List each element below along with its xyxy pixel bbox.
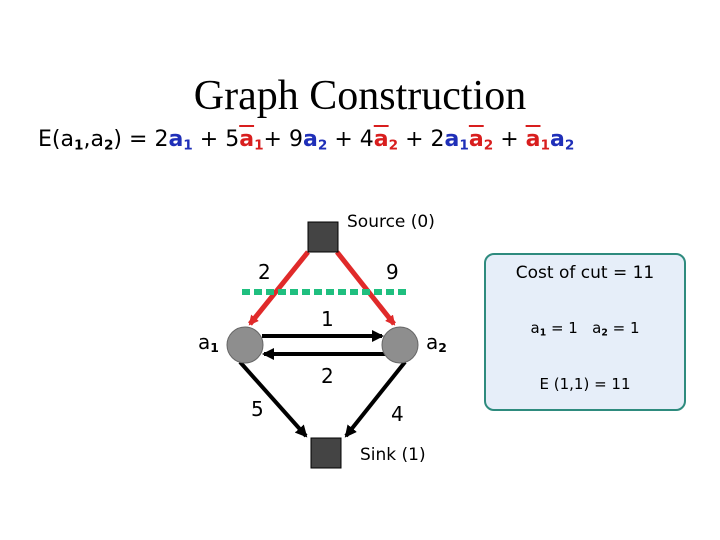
eq-term2-coef: 5: [225, 127, 240, 152]
edge-a2-to-sink: [344, 360, 407, 438]
node-a1: [226, 326, 264, 364]
eq-term3-var: a2: [302, 127, 328, 154]
eq-lhs: E(a: [38, 127, 74, 152]
edge-a1-a2-weight: 1: [321, 307, 334, 331]
node-a1-label: a1: [198, 330, 219, 356]
sink-node: [310, 437, 342, 469]
edge-a1-sink-weight: 5: [251, 397, 264, 421]
edge-source-to-a1: [248, 250, 310, 326]
source-node: [307, 221, 339, 253]
eq-plus2: +: [263, 127, 289, 152]
eq-term4-var: a2: [373, 127, 399, 154]
energy-value: E (1,1) = 11: [539, 375, 631, 393]
eq-lhs-end: ) =: [113, 127, 155, 152]
eq-term4-coef: 4: [359, 127, 374, 152]
source-label: Source (0): [347, 212, 435, 232]
edge-source-to-a2: [335, 250, 396, 326]
eq-lhs-sub1: 1: [73, 137, 84, 154]
eq-plus3: +: [327, 127, 360, 152]
assignment: a1 = 1 a2 = 1: [530, 319, 640, 339]
eq-plus4: +: [398, 127, 431, 152]
eq-plus5: +: [493, 127, 526, 152]
cost-of-cut: Cost of cut = 11: [515, 263, 655, 283]
eq-term6-var: a1a2: [525, 127, 575, 154]
eq-term3-coef: 9: [288, 127, 303, 152]
edge-source-a1-weight: 2: [258, 260, 271, 284]
edge-a2-sink-weight: 4: [391, 402, 404, 426]
node-a2: [381, 326, 419, 364]
sink-label: Sink (1): [360, 445, 426, 465]
slide-title: Graph Construction: [193, 73, 527, 119]
eq-term5-coef: 2: [430, 127, 445, 152]
eq-term1-var: a1: [168, 127, 193, 154]
edge-a2-a1-weight: 2: [321, 364, 334, 388]
result-box: Cost of cut = 11 a1 = 1 a2 = 1 E (1,1) =…: [484, 253, 686, 411]
edge-source-a2-weight: 9: [386, 260, 399, 284]
eq-lhs-mid: ,a: [83, 127, 104, 152]
edge-a1-to-sink: [238, 360, 308, 438]
eq-lhs-sub2: 2: [103, 137, 114, 154]
node-a2-label: a2: [426, 330, 447, 356]
eq-term2-var: a1: [239, 127, 264, 154]
energy-equation: E(a1,a2) = 2a1 + 5a1+ 9a2 + 4a2 + 2a1a2 …: [38, 122, 698, 158]
eq-term5-var: a1a2: [444, 127, 494, 154]
eq-term1-coef: 2: [154, 127, 169, 152]
eq-plus1: +: [192, 127, 226, 152]
